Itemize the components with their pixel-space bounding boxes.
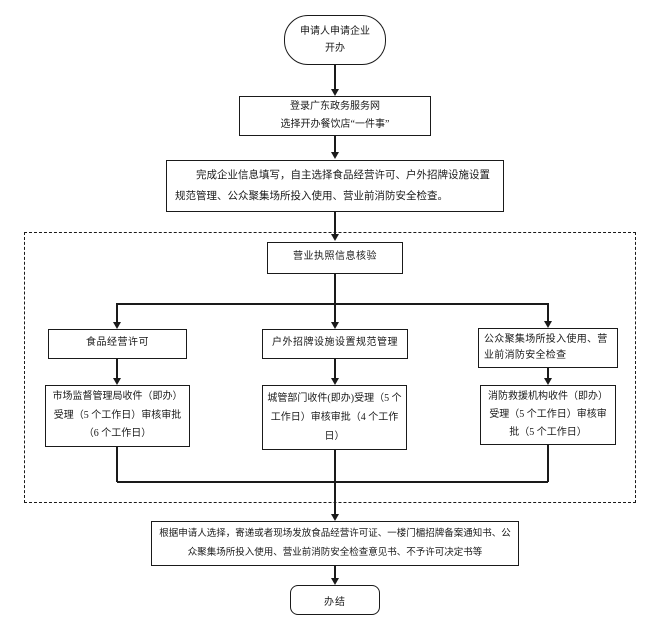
connector-merge-issue — [334, 482, 336, 514]
branch-detail-rescue: 消防救援机构收件（即办）受理（5 个工作日）审核审批（5 个工作日） — [480, 385, 616, 445]
connector-right-merge — [547, 445, 549, 482]
branch-header-food: 食品经营许可 — [48, 329, 187, 359]
connector-mid-merge — [334, 450, 336, 482]
arrow-down-icon — [331, 234, 339, 241]
fill-info-box: 完成企业信息填写，自主选择食品经营许可、户外招牌设施设置规范管理、公众聚集场所投… — [166, 160, 504, 212]
login-box-line1: 登录广东政务服务网 — [290, 101, 380, 112]
connector-login-fill — [334, 136, 336, 152]
connector-issue-end — [334, 566, 336, 578]
login-box-line2: 选择开办餐饮店“一件事” — [280, 119, 390, 130]
verify-box: 营业执照信息核验 — [267, 242, 403, 274]
branch-header-sign: 户外招牌设施设置规范管理 — [262, 329, 408, 359]
arrow-down-icon — [331, 514, 339, 521]
connector-fill-verify — [334, 212, 336, 234]
branch-detail-urban: 城管部门收件(即办)受理（5 个工作日）审核审批（4 个工作日） — [262, 385, 407, 450]
arrow-down-icon — [331, 89, 339, 96]
branch-detail-rescue-text: 消防救援机构收件（即办）受理（5 个工作日）审核审批（5 个工作日） — [488, 391, 608, 438]
connector-food-detail — [116, 359, 118, 378]
connector-split-left — [116, 303, 118, 322]
connector-fire-detail — [547, 368, 549, 378]
connector-split-mid — [334, 304, 336, 322]
arrow-down-icon — [113, 322, 121, 329]
connector-verify-split — [334, 274, 336, 304]
connector-start-login — [334, 65, 336, 89]
branch-detail-market-text: 市场监督管理局收件（即办）受理（5 个工作日）审核审批（6 个工作日） — [52, 391, 183, 439]
branch-detail-market: 市场监督管理局收件（即办）受理（5 个工作日）审核审批（6 个工作日） — [45, 385, 190, 447]
branch-header-fire: 公众聚集场所投入使用、营业前消防安全检查 — [478, 328, 618, 368]
split-bar — [117, 303, 548, 305]
fill-info-text: 完成企业信息填写，自主选择食品经营许可、户外招牌设施设置规范管理、公众聚集场所投… — [175, 170, 490, 202]
start-node: 申请人申请企业 开办 — [284, 15, 386, 65]
end-node: 办结 — [290, 585, 380, 615]
connector-left-merge — [116, 447, 118, 482]
merge-bar — [117, 481, 548, 483]
start-node-line2: 开办 — [325, 43, 345, 54]
approval-dashed-region — [24, 232, 636, 503]
branch-header-sign-text: 户外招牌设施设置规范管理 — [272, 337, 398, 348]
verify-text: 营业执照信息核验 — [293, 251, 377, 262]
login-box: 登录广东政务服务网 选择开办餐饮店“一件事” — [239, 96, 431, 136]
branch-detail-urban-text: 城管部门收件(即办)受理（5 个工作日）审核审批（4 个工作日） — [267, 393, 402, 442]
connector-sign-detail — [334, 359, 336, 378]
arrow-down-icon — [331, 378, 339, 385]
arrow-down-icon — [544, 321, 552, 328]
arrow-down-icon — [331, 322, 339, 329]
start-node-line1: 申请人申请企业 — [300, 26, 370, 37]
arrow-down-icon — [544, 378, 552, 385]
branch-header-fire-text: 公众聚集场所投入使用、营业前消防安全检查 — [484, 334, 608, 361]
branch-header-food-text: 食品经营许可 — [86, 337, 149, 348]
issue-box: 根据申请人选择，寄递或者现场发放食品经营许可证、一楼门楣招牌备案通知书、公众聚集… — [151, 521, 519, 566]
arrow-down-icon — [113, 378, 121, 385]
end-node-text: 办结 — [324, 596, 346, 608]
arrow-down-icon — [331, 152, 339, 159]
connector-split-right — [547, 303, 549, 321]
arrow-down-icon — [331, 578, 339, 585]
issue-text: 根据申请人选择，寄递或者现场发放食品经营许可证、一楼门楣招牌备案通知书、公众聚集… — [159, 529, 511, 558]
